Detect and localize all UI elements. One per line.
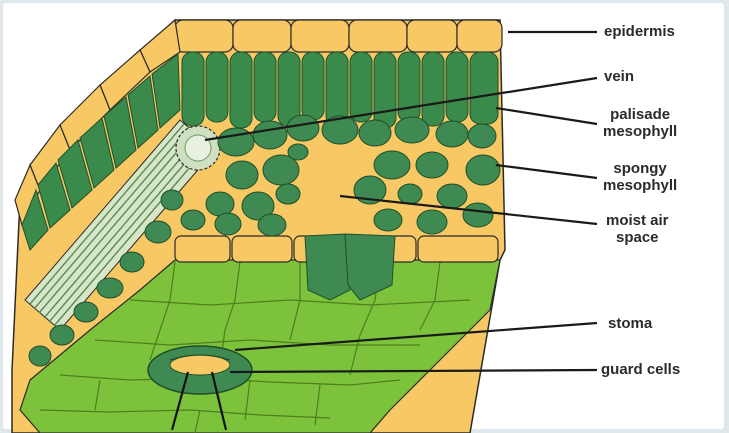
label-spongy-line1: spongy — [603, 160, 677, 177]
label-moist-air-space: moist air space — [606, 212, 669, 246]
label-guard-cells: guard cells — [601, 361, 680, 378]
label-vein-text: vein — [604, 68, 634, 85]
label-palisade-line2: mesophyll — [603, 123, 677, 140]
label-stoma-text: stoma — [608, 315, 652, 332]
label-epidermis: epidermis — [604, 23, 675, 40]
label-palisade-line1: palisade — [603, 106, 677, 123]
label-spongy-mesophyll: spongy mesophyll — [603, 160, 677, 194]
label-guard-cells-text: guard cells — [601, 361, 680, 378]
stoma-guard-cells — [148, 346, 252, 394]
label-epidermis-text: epidermis — [604, 23, 675, 40]
label-moist-air-line2: space — [606, 229, 669, 246]
substomatal-cells — [305, 234, 395, 300]
label-stoma: stoma — [608, 315, 652, 332]
label-spongy-line2: mesophyll — [603, 177, 677, 194]
label-moist-air-line1: moist air — [606, 212, 669, 229]
label-vein: vein — [604, 68, 634, 85]
label-palisade-mesophyll: palisade mesophyll — [603, 106, 677, 140]
